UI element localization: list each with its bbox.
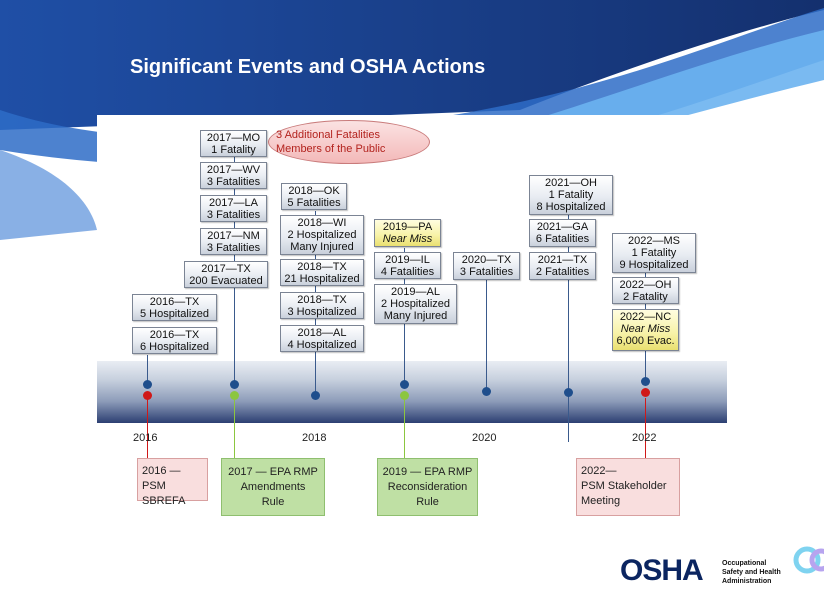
connector-action-2017 — [234, 398, 235, 458]
connector-action-2016 — [147, 398, 148, 458]
callout-line: Members of the Public — [276, 143, 386, 155]
action-2016-psm-sbrefa: 2016 —PSM SBREFA — [137, 458, 208, 507]
callout-line: 3 Additional Fatalities — [276, 129, 380, 141]
osha-logo: OSHA — [620, 554, 704, 587]
event-dot-2018 — [311, 391, 320, 400]
corner-decoration-icon — [793, 546, 824, 574]
action-dot-2016 — [143, 391, 152, 400]
action-dot-2017 — [230, 391, 239, 400]
year-label-2018: 2018 — [302, 432, 327, 444]
connector-2020 — [486, 280, 487, 392]
event-dot-2020 — [482, 387, 491, 396]
action-dot-2019 — [400, 391, 409, 400]
slide-title: Significant Events and OSHA Actions — [130, 56, 486, 78]
public-fatalities-callout — [268, 120, 430, 164]
event-dot-2021 — [564, 388, 573, 397]
event-dot-2022 — [641, 377, 650, 386]
timeline-band — [97, 361, 727, 423]
connector-action-2022 — [645, 398, 646, 458]
event-dot-2016 — [143, 380, 152, 389]
year-label-2020: 2020 — [472, 432, 497, 444]
callout-text: 3 Additional Fatalities Members of the P… — [276, 128, 385, 156]
year-label-2022: 2022 — [632, 432, 657, 444]
connector-2016 — [147, 355, 148, 385]
year-label-2016: 2016 — [133, 432, 158, 444]
action-dot-2022 — [641, 388, 650, 397]
event-dot-2019 — [400, 380, 409, 389]
event-dot-2017 — [230, 380, 239, 389]
connector-2021 — [568, 215, 569, 442]
connector-action-2019 — [404, 398, 405, 458]
